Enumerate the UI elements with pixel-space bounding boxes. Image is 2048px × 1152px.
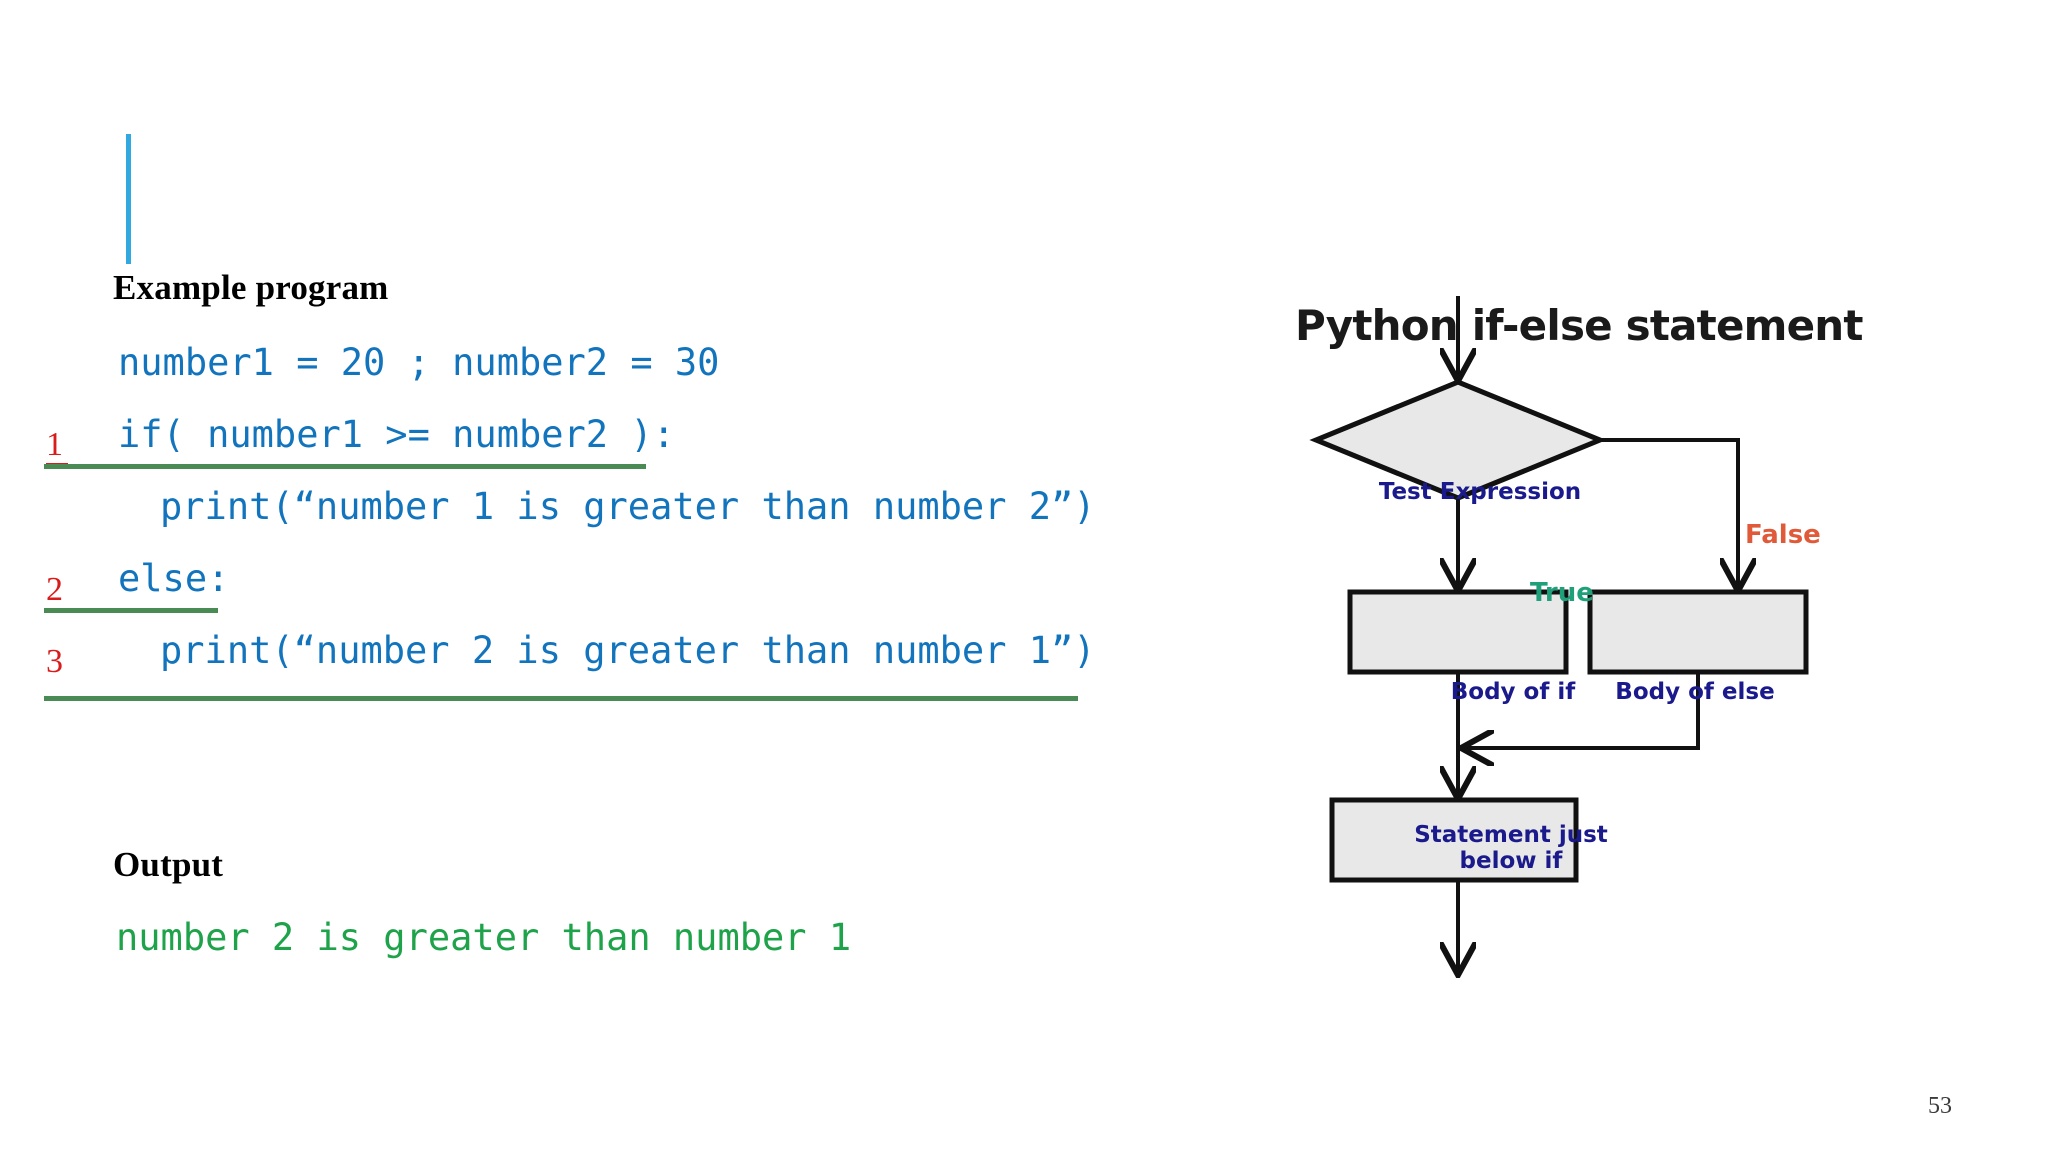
edge-else-merge [1464, 672, 1700, 748]
code-line-1: number1 = 20 ; number2 = 30 [118, 341, 720, 384]
process-node-statement-below-if [1329, 797, 1579, 883]
decision-node-label: Test Expression [1378, 479, 1582, 505]
code-line-3: print(“number 1 is greater than number 2… [160, 485, 1096, 528]
code-line-2: if( number1 >= number2 ): [118, 413, 675, 456]
flowchart-figure [1290, 296, 1930, 986]
annotation-underline-3 [44, 696, 1078, 701]
annotation-underline-1 [44, 464, 646, 469]
step-marker-3-label: 3 [46, 643, 63, 680]
code-line-4: else: [118, 557, 230, 600]
step-marker-2: 2 [46, 573, 68, 611]
step-marker-2-label: 2 [46, 571, 63, 608]
edge-false [1600, 438, 1738, 588]
body-of-else-label: Body of else [1615, 679, 1775, 705]
text-cursor-bar [126, 134, 131, 264]
section-title-output: Output [113, 845, 224, 884]
annotation-underline-2 [44, 608, 218, 613]
step-marker-3: 3 [46, 645, 63, 683]
body-of-if-label: Body of if [1450, 679, 1576, 705]
edge-label-false: False [1745, 520, 1821, 550]
program-output-text: number 2 is greater than number 1 [116, 916, 852, 959]
statement-below-if-label: Statement just below if [1414, 822, 1608, 874]
flowchart-svg [1309, 296, 1809, 986]
process-node-body-of-else [1587, 589, 1809, 675]
page-number: 53 [1928, 1093, 1952, 1119]
figure-title: Python if-else statement [1295, 301, 1863, 350]
edge-label-true: True [1530, 578, 1594, 608]
code-line-5: print(“number 2 is greater than number 1… [160, 629, 1096, 672]
page-title-example-program: Example program [113, 268, 389, 307]
step-marker-1: 1 [46, 428, 68, 466]
step-marker-1-label: 1 [46, 426, 63, 463]
